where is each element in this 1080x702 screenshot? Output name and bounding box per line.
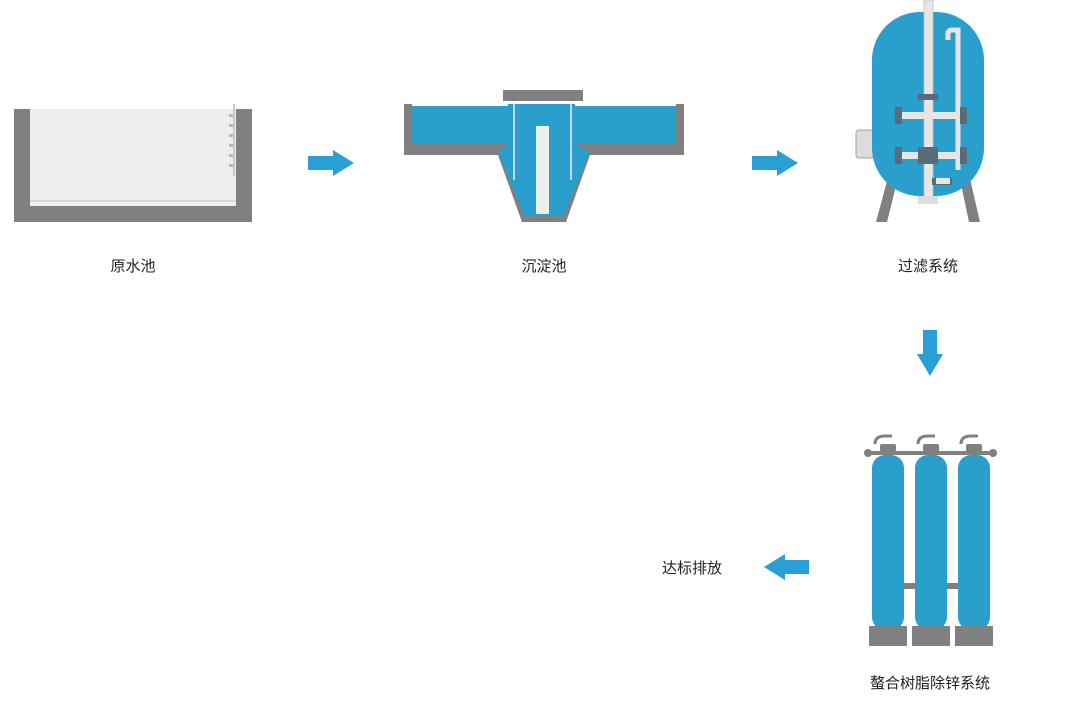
- stage-label-chelating-resin: 螯合树脂除锌系统: [869, 674, 991, 692]
- flow-arrow-left: [764, 554, 809, 580]
- flow-arrow-down: [917, 330, 943, 376]
- resin-columns-icon: [864, 434, 997, 646]
- stage-label-filtration-system: 过滤系统: [897, 257, 959, 275]
- flow-arrow-right-2: [752, 150, 798, 176]
- raw-water-pool-icon: [14, 104, 252, 222]
- stage-label-discharge: 达标排放: [662, 559, 723, 577]
- settling-tank-icon: [404, 90, 684, 222]
- filtration-tank-icon: [855, 0, 984, 222]
- stage-label-raw-water-pool: 原水池: [110, 257, 156, 275]
- flow-arrow-right-1: [308, 150, 354, 176]
- stage-label-settling-tank: 沉淀池: [521, 257, 567, 275]
